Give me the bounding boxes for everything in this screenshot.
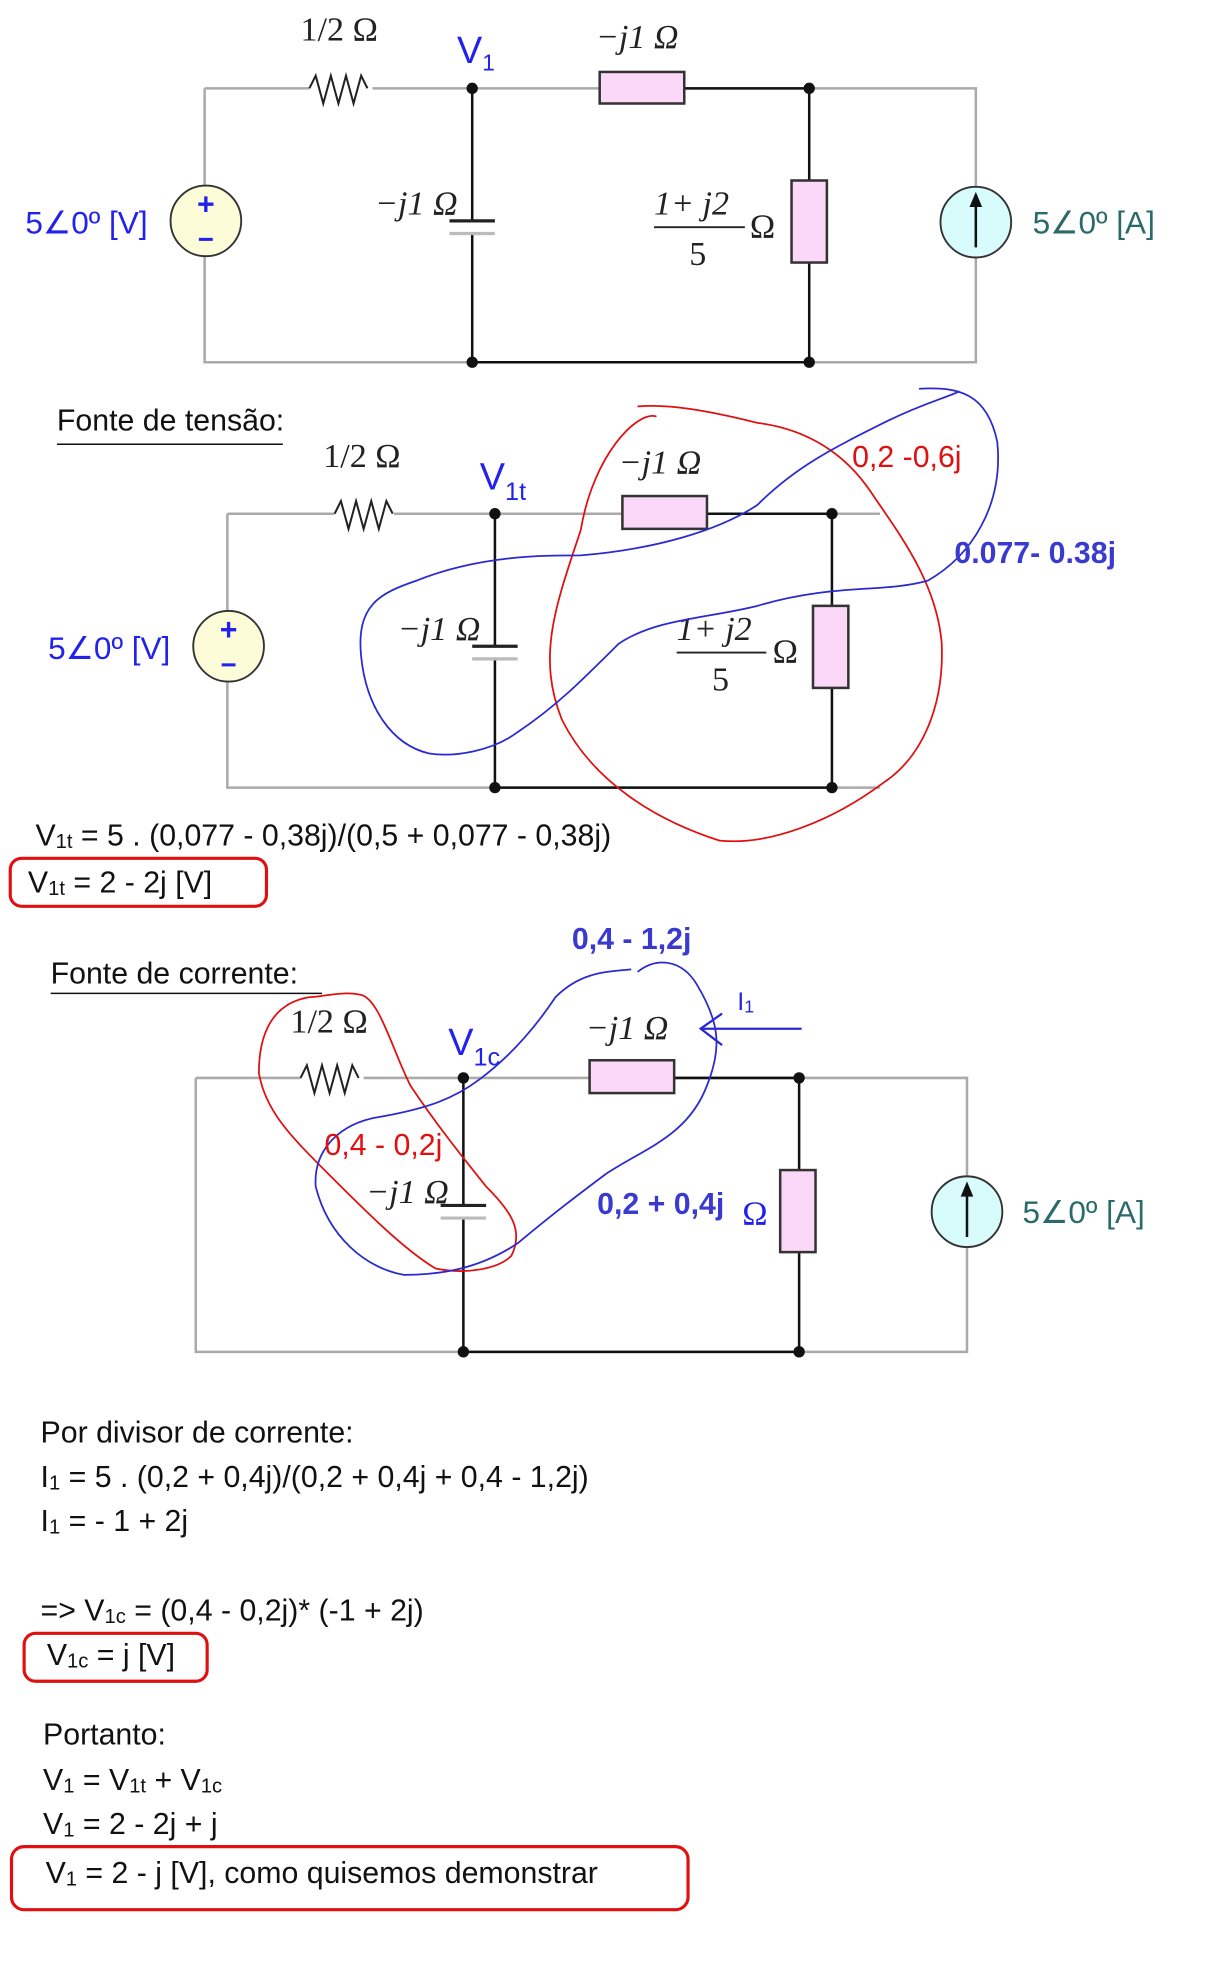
node-dot: [793, 1072, 805, 1084]
equation-v1t-division: V1t = 5 . (0,077 - 0,38j)/(0,5 + 0,077 -…: [35, 820, 611, 854]
node-label: V1c: [448, 1022, 500, 1071]
annotation-loop-red: [258, 992, 518, 1272]
annotation-loop-blue: [314, 961, 718, 1276]
node-dot: [793, 1346, 805, 1358]
wire: [194, 1076, 969, 1354]
capacitor-label: −j1 Ω: [366, 1174, 449, 1211]
node-label: V1: [457, 30, 495, 76]
node-dot: [489, 508, 501, 520]
annotation-admittance-blue: 0,4 - 1,2j: [572, 923, 692, 956]
current-source-icon: [939, 185, 1013, 259]
voltage-source-label: 5∠0º [V]: [48, 630, 170, 666]
annotation-loop-blue: [359, 387, 999, 756]
capacitor-label: −j1 Ω: [375, 186, 458, 223]
highlight-box: [9, 1845, 690, 1912]
highlight-box: [22, 1631, 209, 1683]
equation-v1c-product: => V1c = (0,4 - 0,2j)* (-1 + 2j): [41, 1595, 424, 1629]
annotation-admittance-red: 0,2 -0,6j: [852, 441, 961, 474]
equation-v1c-result: V1c = j [V]: [47, 1639, 175, 1673]
inductor-label: −j1 Ω: [586, 1010, 669, 1047]
section-heading: Fonte de tensão:: [57, 404, 284, 437]
node-dot: [466, 82, 478, 95]
inductor-box: [588, 1058, 676, 1095]
annotation-admittance-blue: 0.077- 0.38j: [954, 537, 1116, 570]
wire: [203, 87, 978, 364]
impedance-denominator: 5: [689, 236, 706, 273]
impedance-box: [778, 1168, 817, 1254]
current-divider-title: Por divisor de corrente:: [41, 1417, 354, 1450]
plus-sign: +: [220, 614, 238, 647]
current-source-label: 5∠0º [A]: [1033, 205, 1155, 241]
node-dot: [457, 1346, 470, 1358]
current-label: I1: [737, 988, 754, 1017]
equation-v1t-result: V1t = 2 - 2j [V]: [28, 866, 212, 900]
impedance-label: 0,2 + 0,4j: [597, 1188, 724, 1221]
impedance-unit: Ω: [742, 1195, 767, 1232]
node-dot: [826, 508, 838, 520]
node-dot: [489, 781, 501, 794]
inductor-label: −j1 Ω: [596, 19, 679, 56]
plus-sign: +: [197, 189, 215, 222]
equation-i1-division: I1 = 5 . (0,2 + 0,4j)/(0,2 + 0,4j + 0,4 …: [41, 1461, 589, 1495]
circuit-current-source: Fonte de corrente: 1/2 Ω V1c −j1 Ω −j1 Ω…: [50, 923, 1145, 1358]
impedance-denominator: 5: [712, 661, 729, 698]
impedance-unit: Ω: [773, 634, 798, 671]
node-label: V1t: [480, 457, 526, 506]
resistor: [333, 497, 394, 533]
equation-superposition: V1 = V1t + V1c: [43, 1764, 222, 1798]
node-dot: [803, 82, 815, 95]
equation-v1-sum: V1 = 2 - 2j + j: [43, 1808, 218, 1842]
impedance-box: [811, 604, 850, 690]
conclusion-title: Portanto:: [43, 1718, 166, 1751]
inductor-box: [621, 494, 709, 531]
voltage-source-icon: + −: [169, 184, 243, 258]
current-source-icon: [930, 1175, 1004, 1249]
annotation-loop-red: [549, 405, 943, 843]
node-dot: [457, 1072, 470, 1084]
minus-sign: −: [198, 224, 214, 255]
inductor-box: [598, 70, 686, 105]
inductor-label: −j1 Ω: [619, 444, 702, 481]
resistor-label: 1/2 Ω: [301, 11, 378, 48]
impedance-box: [790, 179, 829, 264]
resistor-label: 1/2 Ω: [323, 438, 400, 475]
solution-text: Por divisor de corrente: I1 = 5 . (0,2 +…: [9, 1417, 690, 1912]
capacitor-label: −j1 Ω: [398, 611, 481, 648]
node-dot: [803, 356, 815, 368]
impedance-unit: Ω: [750, 208, 775, 245]
node-dot: [466, 356, 478, 368]
section-heading: Fonte de corrente:: [51, 957, 298, 990]
equation-i1-result: I1 = - 1 + 2j: [41, 1505, 189, 1539]
current-arrow-icon: [698, 1012, 802, 1047]
equation-v1-final: V1 = 2 - j [V], como quisemos demonstrar: [46, 1857, 598, 1891]
resistor: [308, 71, 369, 108]
circuit-original: + − 1/2 Ω V1 −j1 Ω −j1 Ω 1+ j2 5 Ω 5∠0º …: [25, 11, 1155, 368]
voltage-source-icon: + −: [192, 609, 265, 683]
highlight-box: [8, 856, 269, 908]
annotation-admittance-red: 0,4 - 0,2j: [325, 1129, 443, 1162]
circuit-voltage-source: Fonte de tensão: + − 1/2 Ω V1t −j1 Ω −j1…: [8, 387, 1116, 908]
impedance-numerator: 1+ j2: [677, 611, 752, 648]
minus-sign: −: [220, 649, 236, 680]
resistor-label: 1/2 Ω: [290, 1003, 367, 1040]
node-dot: [826, 781, 838, 794]
impedance-numerator: 1+ j2: [654, 186, 729, 223]
current-source-label: 5∠0º [A]: [1023, 1194, 1145, 1230]
voltage-source-label: 5∠0º [V]: [25, 205, 147, 241]
resistor: [299, 1061, 360, 1097]
